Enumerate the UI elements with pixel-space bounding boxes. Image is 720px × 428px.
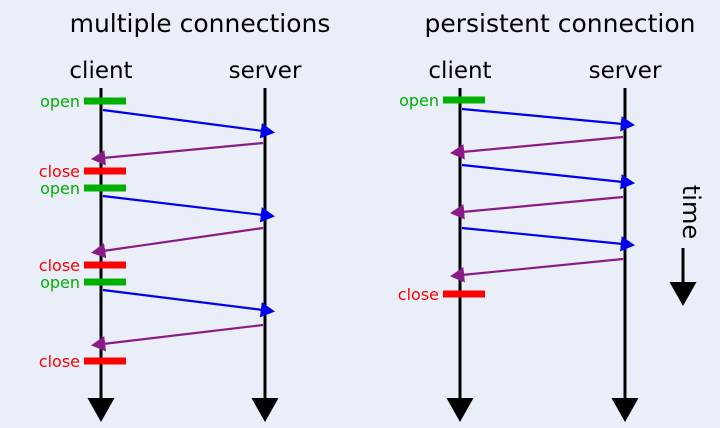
message-response-1 bbox=[449, 135, 624, 160]
actor-label-server: server bbox=[229, 58, 302, 84]
message-response-2 bbox=[449, 195, 624, 220]
message-request-2 bbox=[461, 163, 636, 190]
actor-label-client: client bbox=[69, 58, 132, 84]
message-response-2 bbox=[91, 226, 264, 259]
actor-label-server: server bbox=[589, 58, 662, 84]
panel-title: persistent connection bbox=[424, 9, 695, 38]
message-request-1 bbox=[461, 107, 636, 132]
marker-label-open-3: open bbox=[40, 273, 80, 292]
message-request-3 bbox=[461, 226, 636, 252]
message-request-3 bbox=[102, 288, 276, 318]
message-response-3 bbox=[90, 323, 264, 352]
message-response-1 bbox=[90, 141, 264, 166]
marker-label-open-2: open bbox=[40, 179, 80, 198]
message-request-2 bbox=[102, 194, 276, 223]
marker-label-close-2: close bbox=[39, 256, 80, 275]
actor-label-client: client bbox=[428, 58, 491, 84]
panel-title: multiple connections bbox=[70, 9, 331, 38]
marker-label-close-1: close bbox=[398, 285, 439, 304]
panel-persistent-connection: persistent connection client server open clo… bbox=[398, 9, 696, 422]
time-axis-group: time bbox=[669, 185, 705, 306]
marker-label-open-1: open bbox=[40, 92, 80, 111]
marker-label-close-1: close bbox=[39, 162, 80, 181]
marker-label-open-1: open bbox=[399, 91, 439, 110]
marker-label-close-3: close bbox=[39, 352, 80, 371]
time-axis-label: time bbox=[677, 185, 705, 239]
message-request-1 bbox=[102, 108, 275, 139]
message-response-3 bbox=[449, 257, 624, 283]
